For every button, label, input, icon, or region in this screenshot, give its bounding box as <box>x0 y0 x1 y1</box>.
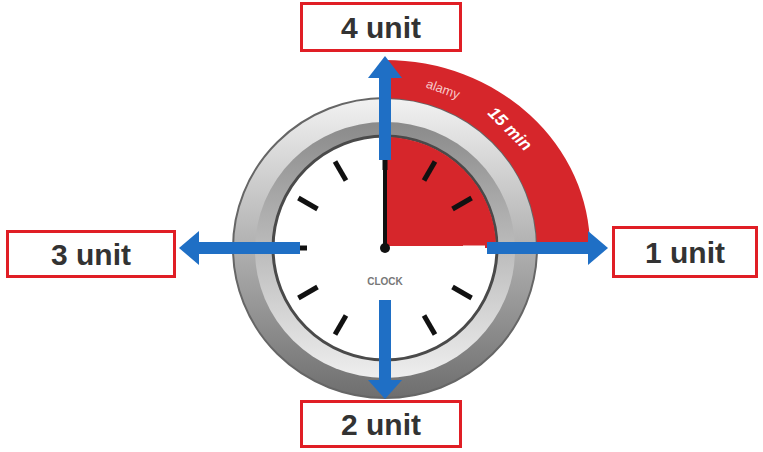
arrow-head <box>368 380 402 399</box>
unit-box: 1 unit <box>612 226 758 278</box>
arrow-head <box>179 231 199 265</box>
hour-hand <box>383 152 387 248</box>
arrow-head <box>588 231 608 265</box>
unit-box: 4 unit <box>300 2 462 52</box>
arrow-shaft <box>379 300 391 382</box>
unit-label: 4 unit <box>341 11 421 44</box>
arrow-head <box>368 56 402 78</box>
unit-label: 2 unit <box>341 408 421 441</box>
tick <box>335 161 346 180</box>
minute-hand <box>385 246 470 250</box>
tick <box>424 316 435 335</box>
red-band <box>385 60 590 248</box>
arrow-shaft <box>487 242 590 254</box>
clock-brand: CLOCK <box>367 277 403 287</box>
hand-pivot <box>380 243 390 253</box>
blue-arrows <box>179 56 608 399</box>
tick <box>298 287 317 298</box>
red-wedge <box>385 137 496 248</box>
arrow-shaft <box>197 242 300 254</box>
unit-box: 3 unit <box>6 230 176 278</box>
tick <box>424 161 435 180</box>
unit-box: 2 unit <box>300 400 462 448</box>
tick <box>453 287 472 298</box>
tick <box>335 316 346 335</box>
tick <box>298 198 317 209</box>
unit-label: 3 unit <box>51 238 131 271</box>
arrow-shaft <box>379 76 391 160</box>
unit-label: 1 unit <box>645 236 725 269</box>
tick <box>453 198 472 209</box>
